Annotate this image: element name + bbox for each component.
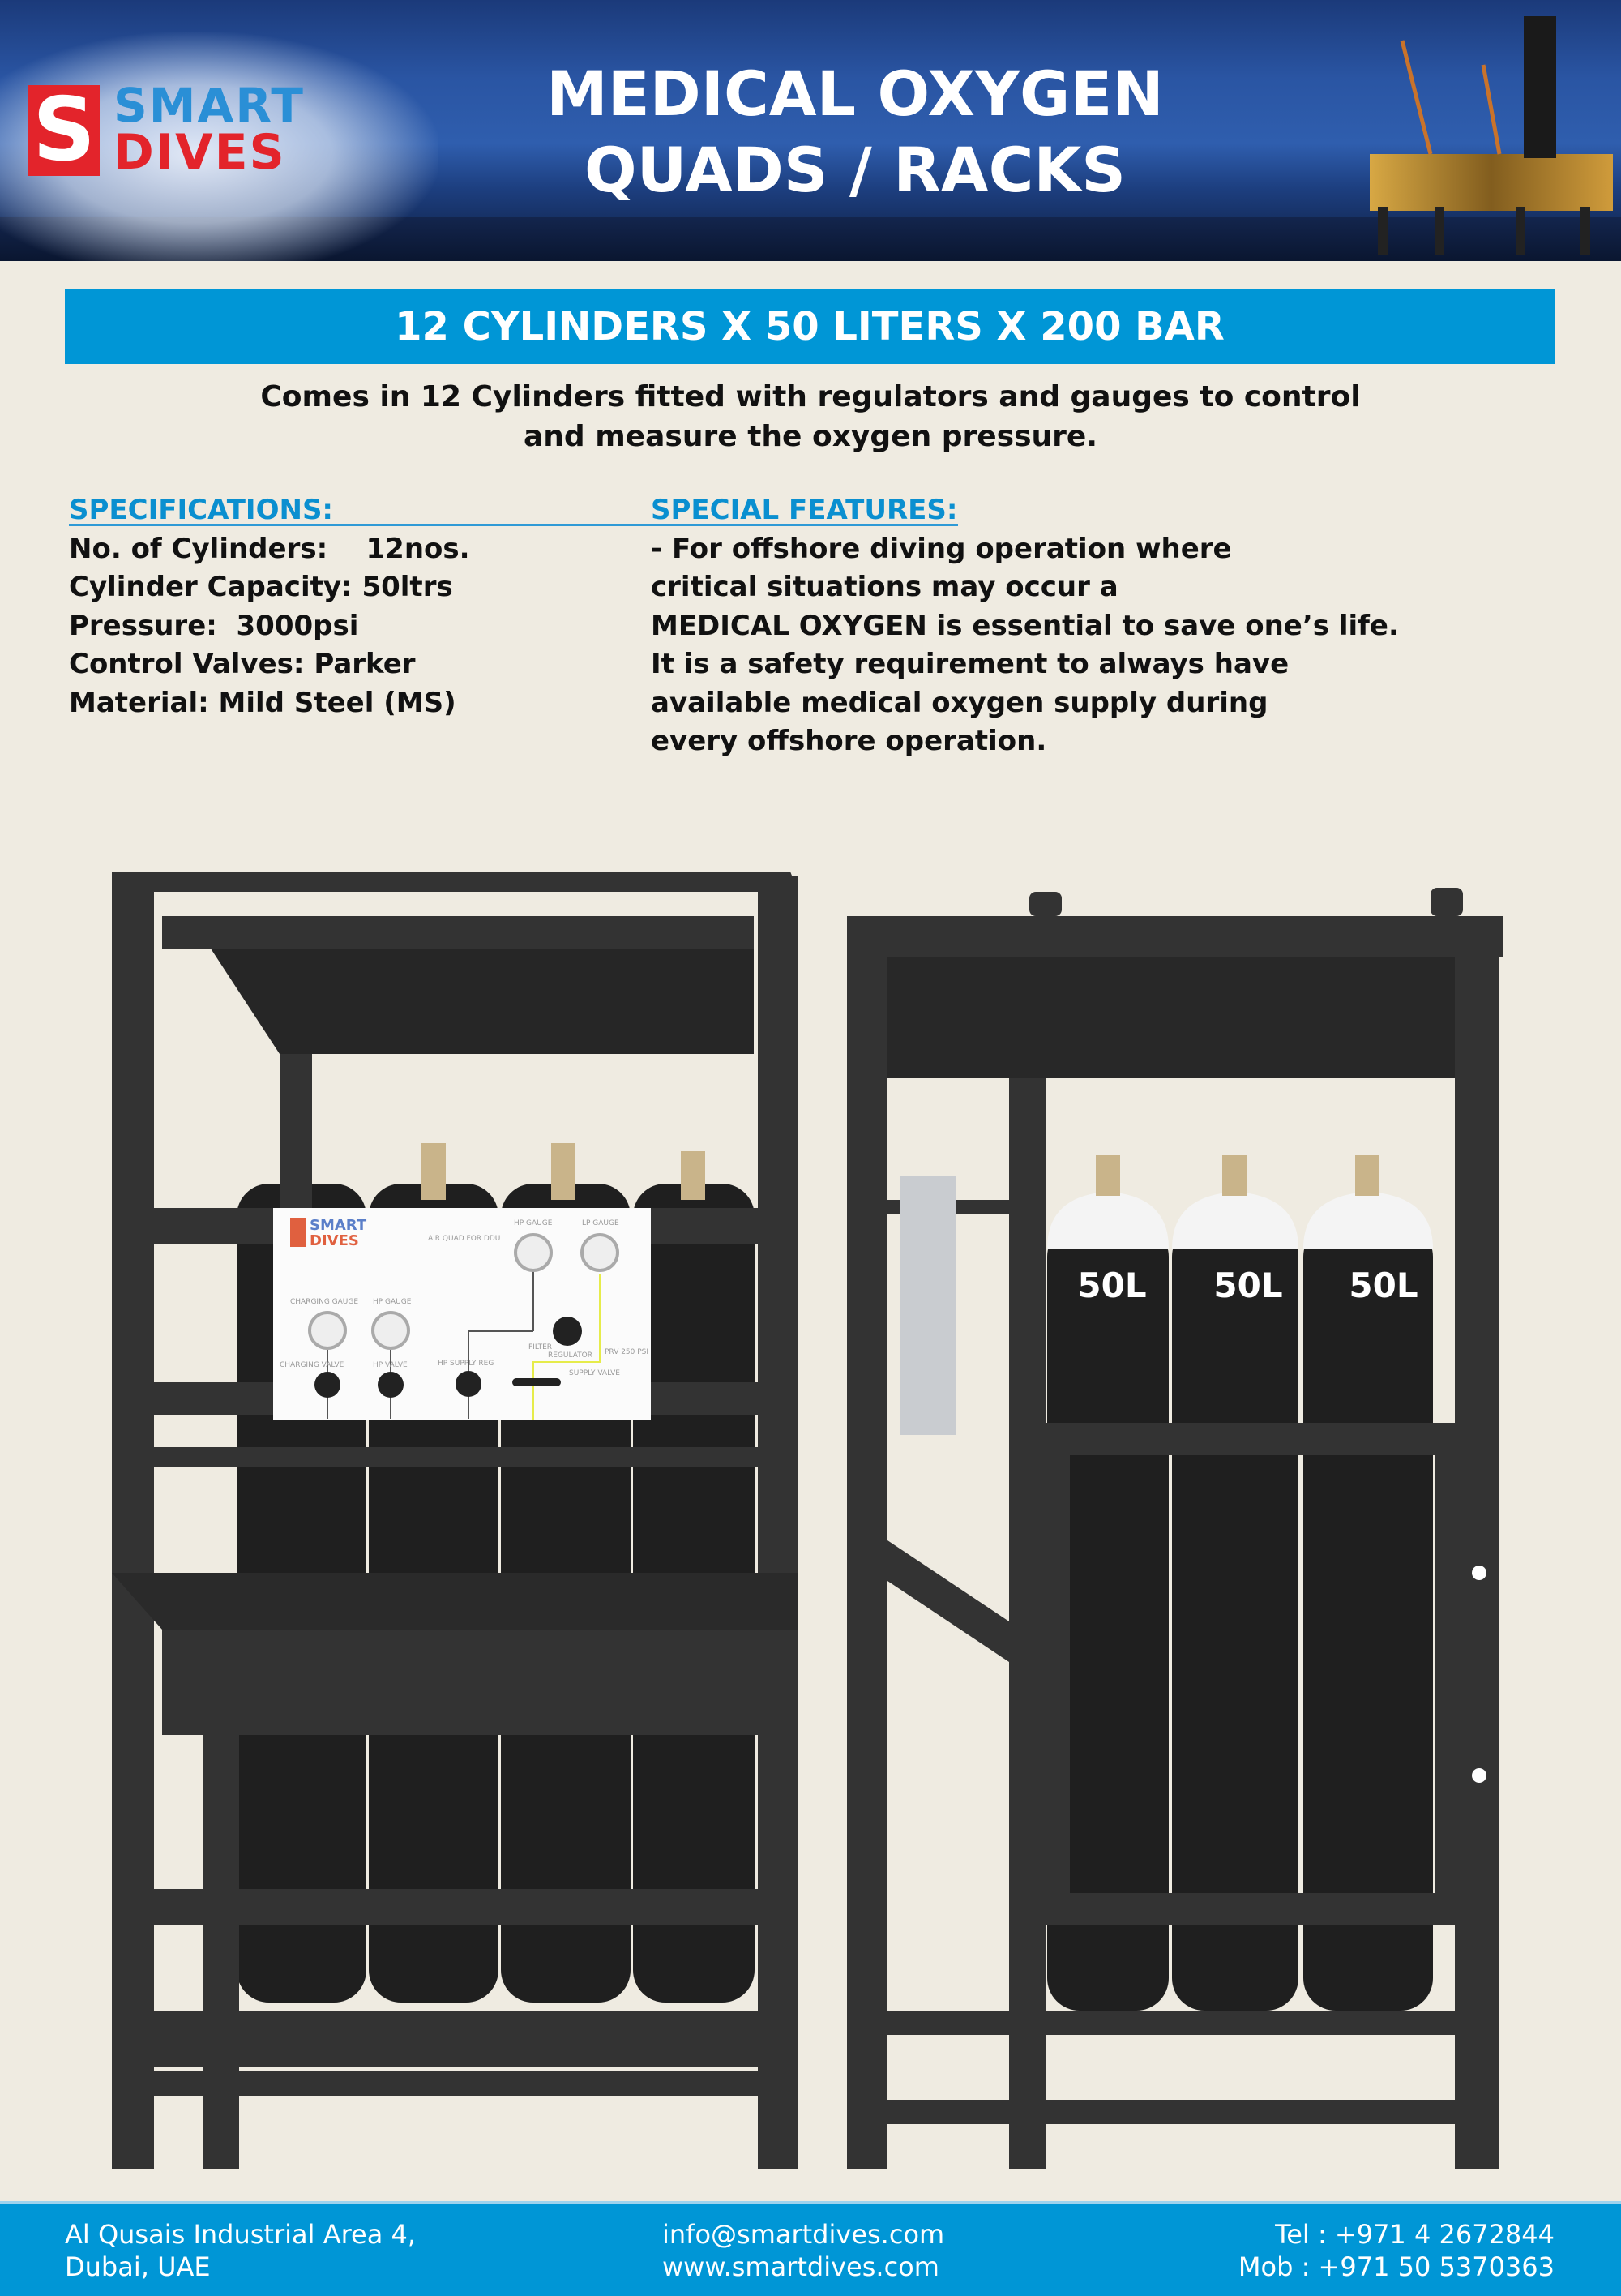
feature-line: It is a safety requirement to always hav… (651, 648, 1290, 680)
special-features-heading: SPECIAL FEATURES: (651, 494, 958, 526)
website-link[interactable]: www.smartdives.com (662, 2251, 939, 2282)
address-line2: Dubai, UAE (65, 2251, 211, 2282)
logo-text-dives: DIVES (113, 124, 286, 181)
footer: Al Qusais Industrial Area 4, Dubai, UAE … (0, 2201, 1621, 2296)
panel-label: PRV 250 PSI (605, 1348, 648, 1356)
email-link[interactable]: info@smartdives.com (662, 2219, 945, 2250)
spec-item: Control Valves: Parker (69, 648, 416, 680)
spec-item: Material: Mild Steel (MS) (69, 687, 456, 719)
address-line1: Al Qusais Industrial Area 4, (65, 2219, 417, 2250)
cylinder-label: 50L (1349, 1266, 1418, 1305)
page-title-line1: MEDICAL OXYGEN (546, 58, 1164, 130)
intro-line2: and measure the oxygen pressure. (523, 420, 1098, 453)
spec-item: No. of Cylinders: 12nos. (69, 533, 470, 565)
panel-label: HP VALVE (373, 1361, 408, 1369)
panel-label: LP GAUGE (582, 1219, 619, 1227)
right-rack-image: 50L 50L 50L (847, 888, 1503, 2169)
spec-item: Cylinder Capacity: 50ltrs (69, 571, 453, 603)
panel-label: CHARGING VALVE (280, 1361, 344, 1369)
feature-line: critical situations may occur a (651, 571, 1118, 603)
cylinder-label: 50L (1213, 1266, 1282, 1305)
svg-text:DIVES: DIVES (310, 1232, 359, 1249)
panel-label: REGULATOR (548, 1351, 592, 1360)
left-rack-image: SMART DIVES AIR QUAD FOR DDU HP GAUGE LP… (112, 872, 798, 2169)
feature-line: MEDICAL OXYGEN is essential to save one’… (651, 610, 1399, 642)
feature-line: every offshore operation. (651, 725, 1047, 757)
panel-label: SUPPLY VALVE (569, 1369, 620, 1377)
intro-line1: Comes in 12 Cylinders fitted with regula… (260, 380, 1361, 413)
panel-label: HP GAUGE (514, 1219, 553, 1227)
telephone: Tel : +971 4 2672844 (1275, 2219, 1555, 2250)
logo-mark: S (28, 85, 100, 176)
mobile: Mob : +971 50 5370363 (1238, 2251, 1555, 2282)
panel-title: AIR QUAD FOR DDU (428, 1235, 500, 1243)
panel-label: HP GAUGE (373, 1298, 412, 1306)
product-images: SMART DIVES AIR QUAD FOR DDU HP GAUGE LP… (112, 872, 1503, 2169)
panel-label: HP SUPPLY REG (438, 1360, 494, 1368)
heading-divider (69, 524, 958, 526)
smart-dives-logo: S SMART DIVES (28, 80, 328, 181)
cylinder-label: 50L (1077, 1266, 1146, 1305)
oil-rig-image (1370, 16, 1613, 255)
capacity-banner: 12 CYLINDERS X 50 LITERS X 200 BAR (65, 289, 1555, 364)
feature-line: available medical oxygen supply during (651, 687, 1268, 719)
spec-item: Pressure: 3000psi (69, 610, 359, 642)
specifications-heading: SPECIFICATIONS: (69, 494, 334, 526)
svg-text:SMART: SMART (310, 1217, 367, 1234)
side-gas-panel (900, 1176, 956, 1435)
page-title-line2: QUADS / RACKS (584, 134, 1127, 206)
panel-label: FILTER (528, 1343, 552, 1351)
panel-label: CHARGING GAUGE (290, 1298, 358, 1306)
feature-line: - For offshore diving operation where (651, 533, 1232, 565)
header-banner: S SMART DIVES MEDICAL OXYGEN QUADS / RAC… (0, 0, 1621, 261)
logo-text-smart: SMART (113, 78, 305, 133)
